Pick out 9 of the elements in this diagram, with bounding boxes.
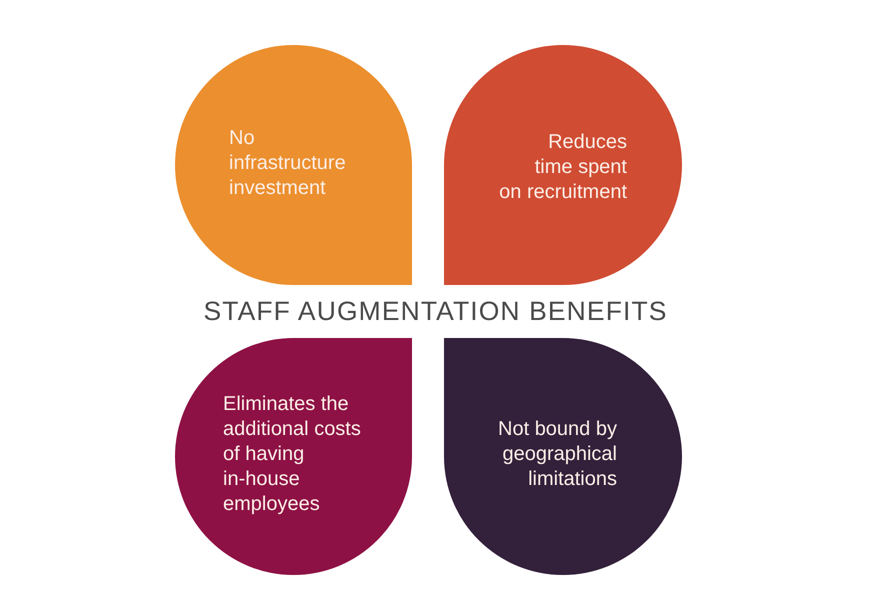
benefit-text: Reduces time spent on recruitment [499,130,627,205]
benefit-text: Eliminates the additional costs of having in-house employees [223,392,361,517]
benefit-petal [444,45,682,285]
benefit-petal [175,45,412,285]
diagram-title: STAFF AUGMENTATION BENEFITS [202,296,669,326]
benefit-text: Not bound by geographical limitations [498,417,617,492]
benefit-text: No infrastructure investment [229,126,346,201]
benefit-petal [444,338,682,575]
benefit-petal [175,338,412,575]
